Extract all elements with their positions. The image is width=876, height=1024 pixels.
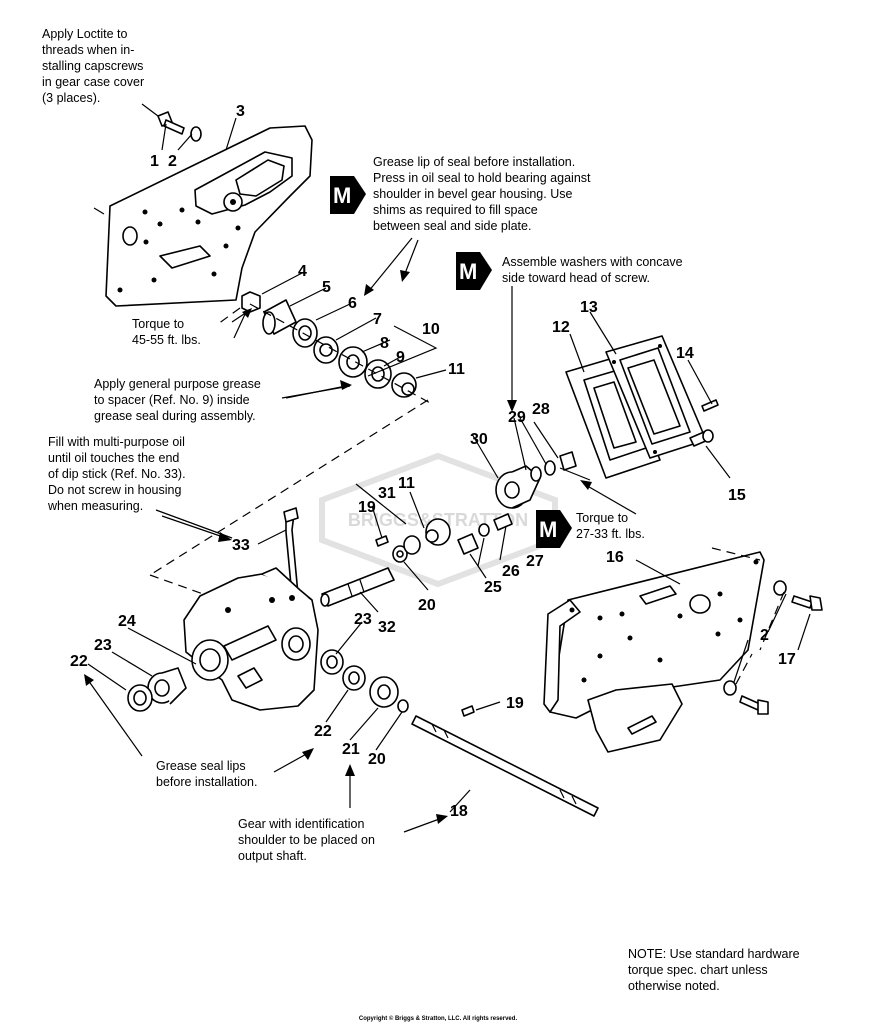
callout-22-left: 22	[70, 653, 88, 670]
gear-housing-24	[183, 567, 319, 711]
key-25	[457, 533, 479, 555]
callout-16: 16	[606, 549, 624, 566]
bevel-gear-30	[495, 465, 541, 509]
note-standard-hardware: NOTE: Use standard hardware torque spec.…	[628, 947, 803, 993]
callout-13: 13	[580, 299, 598, 316]
washer-29b	[544, 460, 556, 476]
callout-27: 27	[526, 553, 544, 570]
callout-21: 21	[342, 741, 360, 758]
callout-5: 5	[322, 279, 331, 296]
callout-24: 24	[118, 613, 136, 630]
m-badge-grease-lip: M	[330, 176, 366, 214]
note-fill-oil: Fill with multi-purpose oil until oil to…	[47, 435, 189, 513]
note-seal-lips: Grease seal lips before installation.	[156, 759, 257, 789]
callout-18: 18	[450, 803, 468, 820]
bearing-11-lower	[425, 518, 451, 546]
screw-28	[559, 451, 577, 471]
callout-19-upper: 19	[358, 499, 376, 516]
spacer-5	[262, 299, 297, 335]
callout-29: 29	[508, 409, 526, 426]
side-plate-16	[543, 551, 765, 753]
callout-14: 14	[676, 345, 694, 362]
callout-20-lower: 20	[368, 751, 386, 768]
callout-10: 10	[422, 321, 440, 338]
note-spacer-grease: Apply general purpose grease to spacer (…	[94, 377, 264, 423]
callout-26: 26	[502, 563, 520, 580]
bearing-23-right	[320, 649, 344, 675]
screw-14	[701, 399, 719, 412]
callout-20-upper: 20	[418, 597, 436, 614]
callout-28: 28	[532, 401, 550, 418]
note-washers: Assemble washers with concave side towar…	[502, 255, 686, 285]
callout-15: 15	[728, 487, 746, 504]
callout-33: 33	[232, 537, 250, 554]
m-badge-washers: M	[456, 252, 492, 290]
svg-text:M: M	[333, 183, 351, 208]
gear-31	[403, 535, 421, 555]
washer-26	[478, 523, 490, 537]
callout-23-right: 23	[354, 611, 372, 628]
callout-4: 4	[298, 263, 307, 280]
callout-19-lower: 19	[506, 695, 524, 712]
note-grease-lip: Grease lip of seal before installation. …	[373, 155, 594, 233]
cover-13	[605, 335, 707, 459]
note-loctite: Apply Loctite to threads when in- stalli…	[42, 27, 148, 105]
callout-3: 3	[236, 103, 245, 120]
callout-2: 2	[168, 153, 177, 170]
key-19-upper	[375, 535, 389, 547]
callout-2-right: 2	[760, 627, 769, 644]
bevel-gear-21	[369, 676, 399, 708]
callout-31: 31	[378, 485, 396, 502]
output-shaft-18	[411, 715, 599, 817]
callout-32: 32	[378, 619, 396, 636]
screw-27	[493, 513, 513, 531]
shaft-32	[320, 567, 395, 607]
callout-30: 30	[470, 431, 488, 448]
note-arrows	[84, 237, 637, 833]
gasket-12	[565, 355, 661, 479]
callout-6: 6	[348, 295, 357, 312]
callout-7: 7	[373, 311, 382, 328]
note-torque-45: Torque to 45-55 ft. lbs.	[132, 317, 201, 347]
seal-22-right	[342, 665, 366, 691]
svg-text:M: M	[539, 517, 557, 542]
copyright-text: Copyright © Briggs & Stratton, LLC. All …	[359, 1015, 518, 1022]
lockwasher-2-right-b	[723, 680, 737, 696]
washer-20-lower	[397, 699, 409, 713]
callout-8: 8	[380, 335, 389, 352]
key-19-lower	[461, 705, 475, 717]
callout-22-right: 22	[314, 723, 332, 740]
side-plate-3	[93, 125, 313, 307]
svg-text:M: M	[459, 259, 477, 284]
callout-23-left: 23	[94, 637, 112, 654]
callout-11-lower: 11	[398, 475, 415, 492]
callout-12: 12	[552, 319, 570, 336]
capscrew-17-b	[739, 695, 769, 715]
washer-29a	[530, 466, 542, 482]
note-torque-27: Torque to 27-33 ft. lbs.	[576, 511, 645, 541]
bearing-23-left	[147, 667, 187, 705]
callout-9: 9	[396, 349, 405, 366]
capscrew-1	[157, 111, 185, 135]
callout-17: 17	[778, 651, 796, 668]
note-gear-id: Gear with identification shoulder to be …	[238, 817, 378, 863]
m-badge-torque: M	[536, 510, 572, 548]
screw-15	[689, 429, 714, 447]
seal-22-left	[127, 684, 153, 712]
callout-25: 25	[484, 579, 502, 596]
lockwasher-2	[190, 126, 202, 142]
part-callouts: 1 2 3 4 5 6 7 8 9 10 11 12 13 14 15 16 2…	[70, 103, 796, 820]
callout-1: 1	[150, 153, 159, 170]
capscrew-17-a	[791, 595, 823, 611]
callout-11-upper: 11	[448, 361, 465, 378]
lockwasher-2-right-a	[773, 580, 787, 596]
